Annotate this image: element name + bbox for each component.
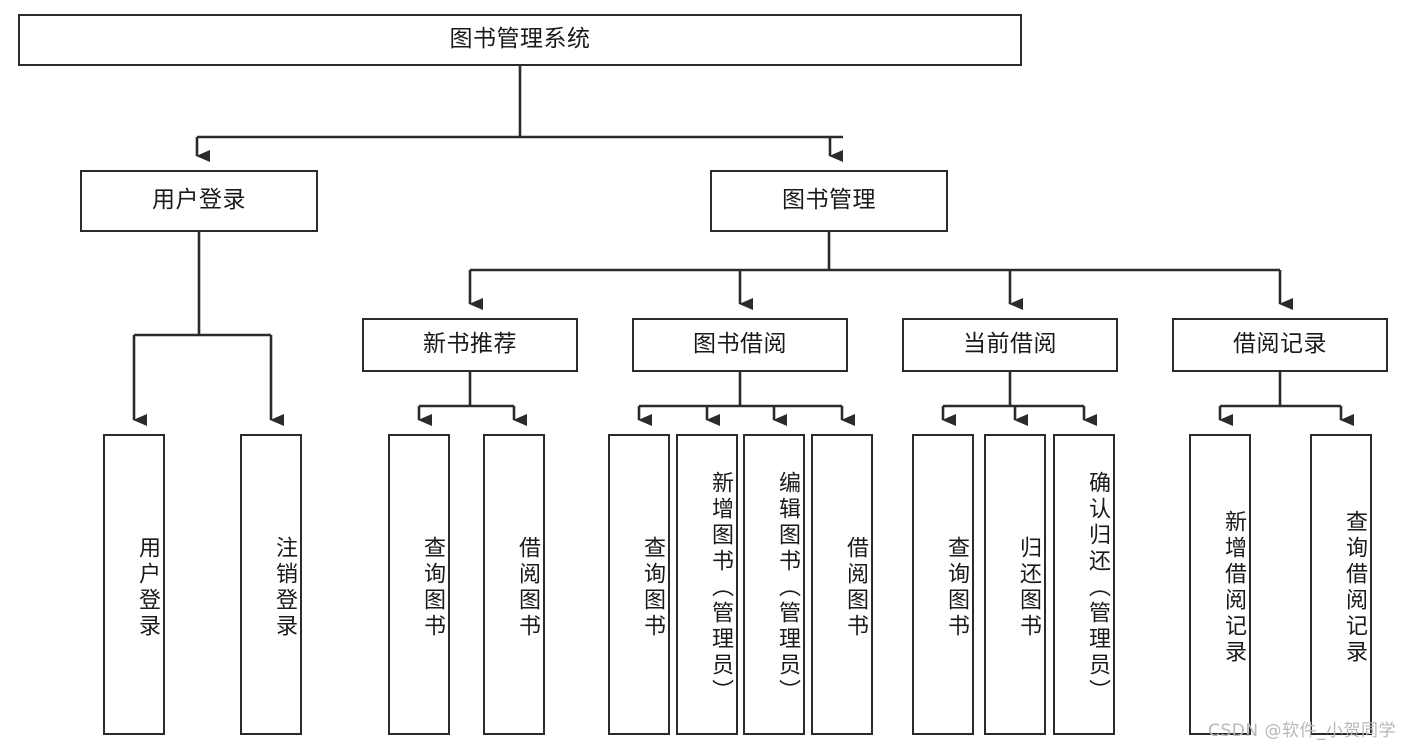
leaf-label: 新增借阅记录 [1221,509,1246,666]
node-leaf-borrow-book-2[interactable]: 借阅图书 [811,434,873,735]
node-user-login[interactable]: 用户登录 [80,170,318,232]
leaf-label: 借阅图书 [515,535,540,640]
node-leaf-user-login[interactable]: 用户登录 [103,434,165,735]
leaf-label: 查询图书 [640,535,665,640]
node-leaf-query-book-3[interactable]: 查询图书 [912,434,974,735]
node-leaf-edit-book[interactable]: 编辑图书（管理员） [743,434,805,735]
node-book-manage[interactable]: 图书管理 [710,170,948,232]
node-leaf-query-record[interactable]: 查询借阅记录 [1310,434,1372,735]
leaf-label: 归还图书 [1016,535,1041,640]
node-leaf-add-book[interactable]: 新增图书（管理员） [676,434,738,735]
leaf-label: 新增图书（管理员） [708,470,733,705]
leaf-label: 编辑图书（管理员） [775,470,800,705]
node-book-borrow[interactable]: 图书借阅 [632,318,848,372]
leaf-label: 查询图书 [420,535,445,640]
node-leaf-logout-login[interactable]: 注销登录 [240,434,302,735]
node-leaf-return-book[interactable]: 归还图书 [984,434,1046,735]
node-leaf-confirm-return[interactable]: 确认归还（管理员） [1053,434,1115,735]
node-leaf-query-book-1[interactable]: 查询图书 [388,434,450,735]
watermark-text: CSDN @软件_小贺同学 [1208,721,1396,741]
node-new-book-recommend[interactable]: 新书推荐 [362,318,578,372]
node-leaf-borrow-book-1[interactable]: 借阅图书 [483,434,545,735]
leaf-label: 注销登录 [272,535,297,640]
leaf-label: 借阅图书 [843,535,868,640]
node-leaf-add-record[interactable]: 新增借阅记录 [1189,434,1251,735]
leaf-label: 确认归还（管理员） [1085,470,1110,705]
node-root[interactable]: 图书管理系统 [18,14,1022,66]
node-current-borrow[interactable]: 当前借阅 [902,318,1118,372]
node-leaf-query-book-2[interactable]: 查询图书 [608,434,670,735]
leaf-label: 用户登录 [135,535,160,640]
leaf-label: 查询图书 [944,535,969,640]
leaf-label: 查询借阅记录 [1342,509,1367,666]
node-borrow-record[interactable]: 借阅记录 [1172,318,1388,372]
